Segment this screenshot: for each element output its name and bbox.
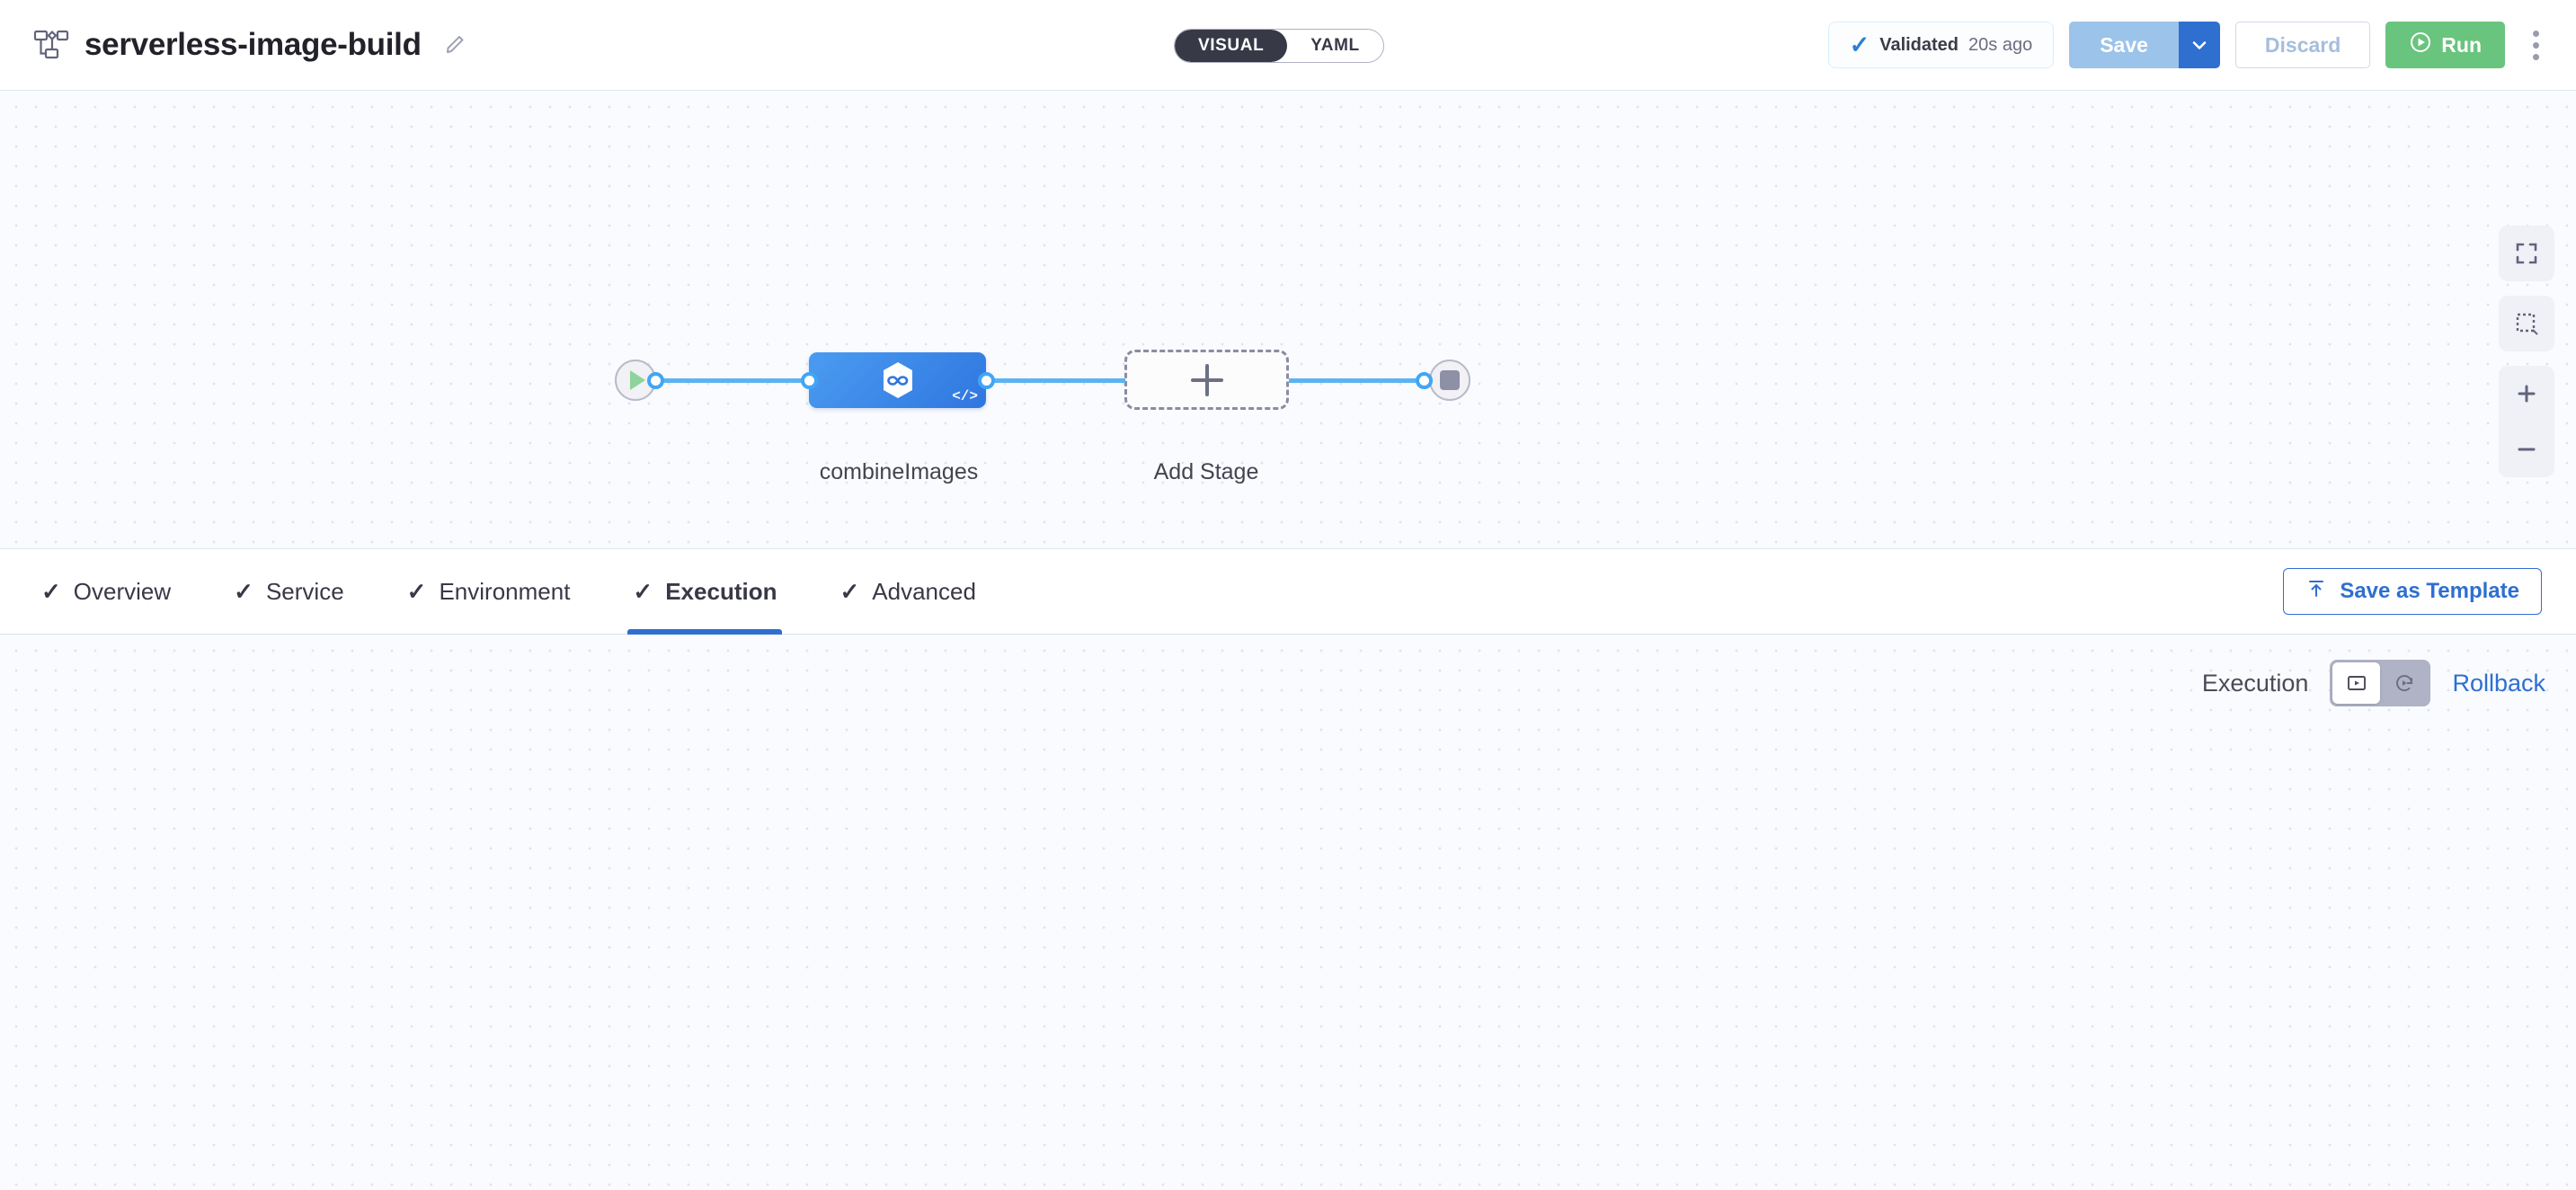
tab-service[interactable]: ✓ Service	[228, 549, 350, 635]
connector-dot[interactable]	[801, 372, 818, 389]
play-circle-icon	[2409, 31, 2432, 59]
save-as-template-button[interactable]: Save as Template	[2283, 568, 2542, 615]
tab-label: Environment	[439, 577, 571, 605]
save-button-group[interactable]: Save	[2069, 22, 2220, 68]
execution-toolbar-label: Execution	[2201, 669, 2309, 697]
play-icon	[629, 370, 645, 390]
validated-label: Validated	[1879, 34, 1959, 55]
stage-tabbar: ✓ Overview ✓ Service ✓ Environment ✓ Exe…	[0, 549, 2576, 635]
validated-timestamp: 20s ago	[1968, 34, 2033, 55]
selection-mode-button[interactable]	[2499, 296, 2554, 351]
tab-label: Overview	[73, 577, 172, 605]
execution-rollback-switch[interactable]	[2330, 660, 2431, 706]
tab-environment[interactable]: ✓ Environment	[402, 549, 576, 635]
app-header: serverless-image-build VISUAL YAML ✓ Val…	[0, 0, 2576, 91]
check-icon: ✓	[1849, 31, 1870, 58]
minus-icon	[2518, 448, 2536, 451]
chevron-down-icon[interactable]	[2178, 22, 2220, 68]
stage-node-combineimages[interactable]: </>	[809, 352, 986, 408]
tab-label: Execution	[665, 577, 777, 605]
pipeline-end-node[interactable]	[1429, 360, 1470, 401]
connector-dot[interactable]	[1416, 372, 1433, 389]
stage-label: combineImages	[819, 459, 979, 484]
tab-execution[interactable]: ✓ Execution	[627, 549, 783, 635]
rollback-link[interactable]: Rollback	[2452, 669, 2545, 697]
zoom-controls	[2499, 366, 2554, 477]
zoom-in-button[interactable]	[2499, 366, 2554, 422]
add-stage-label: Add Stage	[1153, 459, 1259, 484]
execution-play-box-icon	[2348, 676, 2366, 690]
code-badge: </>	[952, 388, 978, 404]
check-icon: ✓	[839, 577, 860, 605]
save-as-template-label: Save as Template	[2340, 579, 2519, 603]
connector-line	[1289, 378, 1422, 383]
stop-icon	[1440, 370, 1460, 390]
connector-dot[interactable]	[978, 372, 995, 389]
tab-visual[interactable]: VISUAL	[1175, 30, 1288, 62]
tab-yaml[interactable]: YAML	[1287, 30, 1382, 62]
connector-line	[986, 378, 1125, 383]
plus-icon	[2518, 385, 2536, 403]
infinity-hexagon-icon	[883, 362, 912, 398]
execution-canvas[interactable]: Execution Rollback	[0, 635, 2576, 1190]
kebab-menu-icon[interactable]	[2520, 30, 2551, 60]
fit-to-screen-button[interactable]	[2499, 226, 2554, 281]
save-button[interactable]: Save	[2069, 22, 2179, 68]
tab-label: Service	[265, 577, 344, 605]
zoom-out-button[interactable]	[2499, 422, 2554, 477]
execution-mode-button[interactable]	[2332, 662, 2381, 704]
tab-label: Advanced	[872, 577, 976, 605]
discard-button[interactable]: Discard	[2234, 22, 2371, 68]
rollback-mode-button[interactable]	[2380, 662, 2428, 704]
marquee-select-icon	[2516, 313, 2538, 335]
page-title: serverless-image-build	[84, 27, 422, 62]
view-mode-toggle[interactable]: VISUAL YAML	[1174, 29, 1384, 63]
check-icon: ✓	[234, 577, 253, 605]
pipeline-flow-icon	[32, 26, 70, 64]
run-label: Run	[2441, 32, 2482, 57]
check-icon: ✓	[406, 577, 427, 605]
pipeline-canvas[interactable]: </> combineImages Add Stage	[0, 91, 2576, 549]
check-icon: ✓	[41, 577, 61, 605]
tab-overview[interactable]: ✓ Overview	[36, 549, 176, 635]
add-stage-button[interactable]	[1124, 350, 1289, 410]
canvas-controls	[2499, 226, 2554, 477]
rollback-arrow-icon	[2396, 675, 2412, 691]
run-button[interactable]: Run	[2385, 22, 2505, 68]
connector-dot[interactable]	[647, 372, 664, 389]
status-badge-validated: ✓ Validated 20s ago	[1827, 22, 2055, 68]
upload-template-icon	[2305, 578, 2327, 606]
tab-advanced[interactable]: ✓ Advanced	[834, 549, 981, 635]
title-area: serverless-image-build	[0, 26, 468, 64]
header-actions: ✓ Validated 20s ago Save Discard Run	[1827, 0, 2576, 90]
pencil-edit-icon[interactable]	[441, 31, 468, 58]
fit-screen-icon	[2516, 243, 2537, 264]
connector-line	[655, 378, 810, 383]
check-icon: ✓	[633, 577, 653, 605]
execution-toolbar: Execution Rollback	[2202, 660, 2545, 706]
